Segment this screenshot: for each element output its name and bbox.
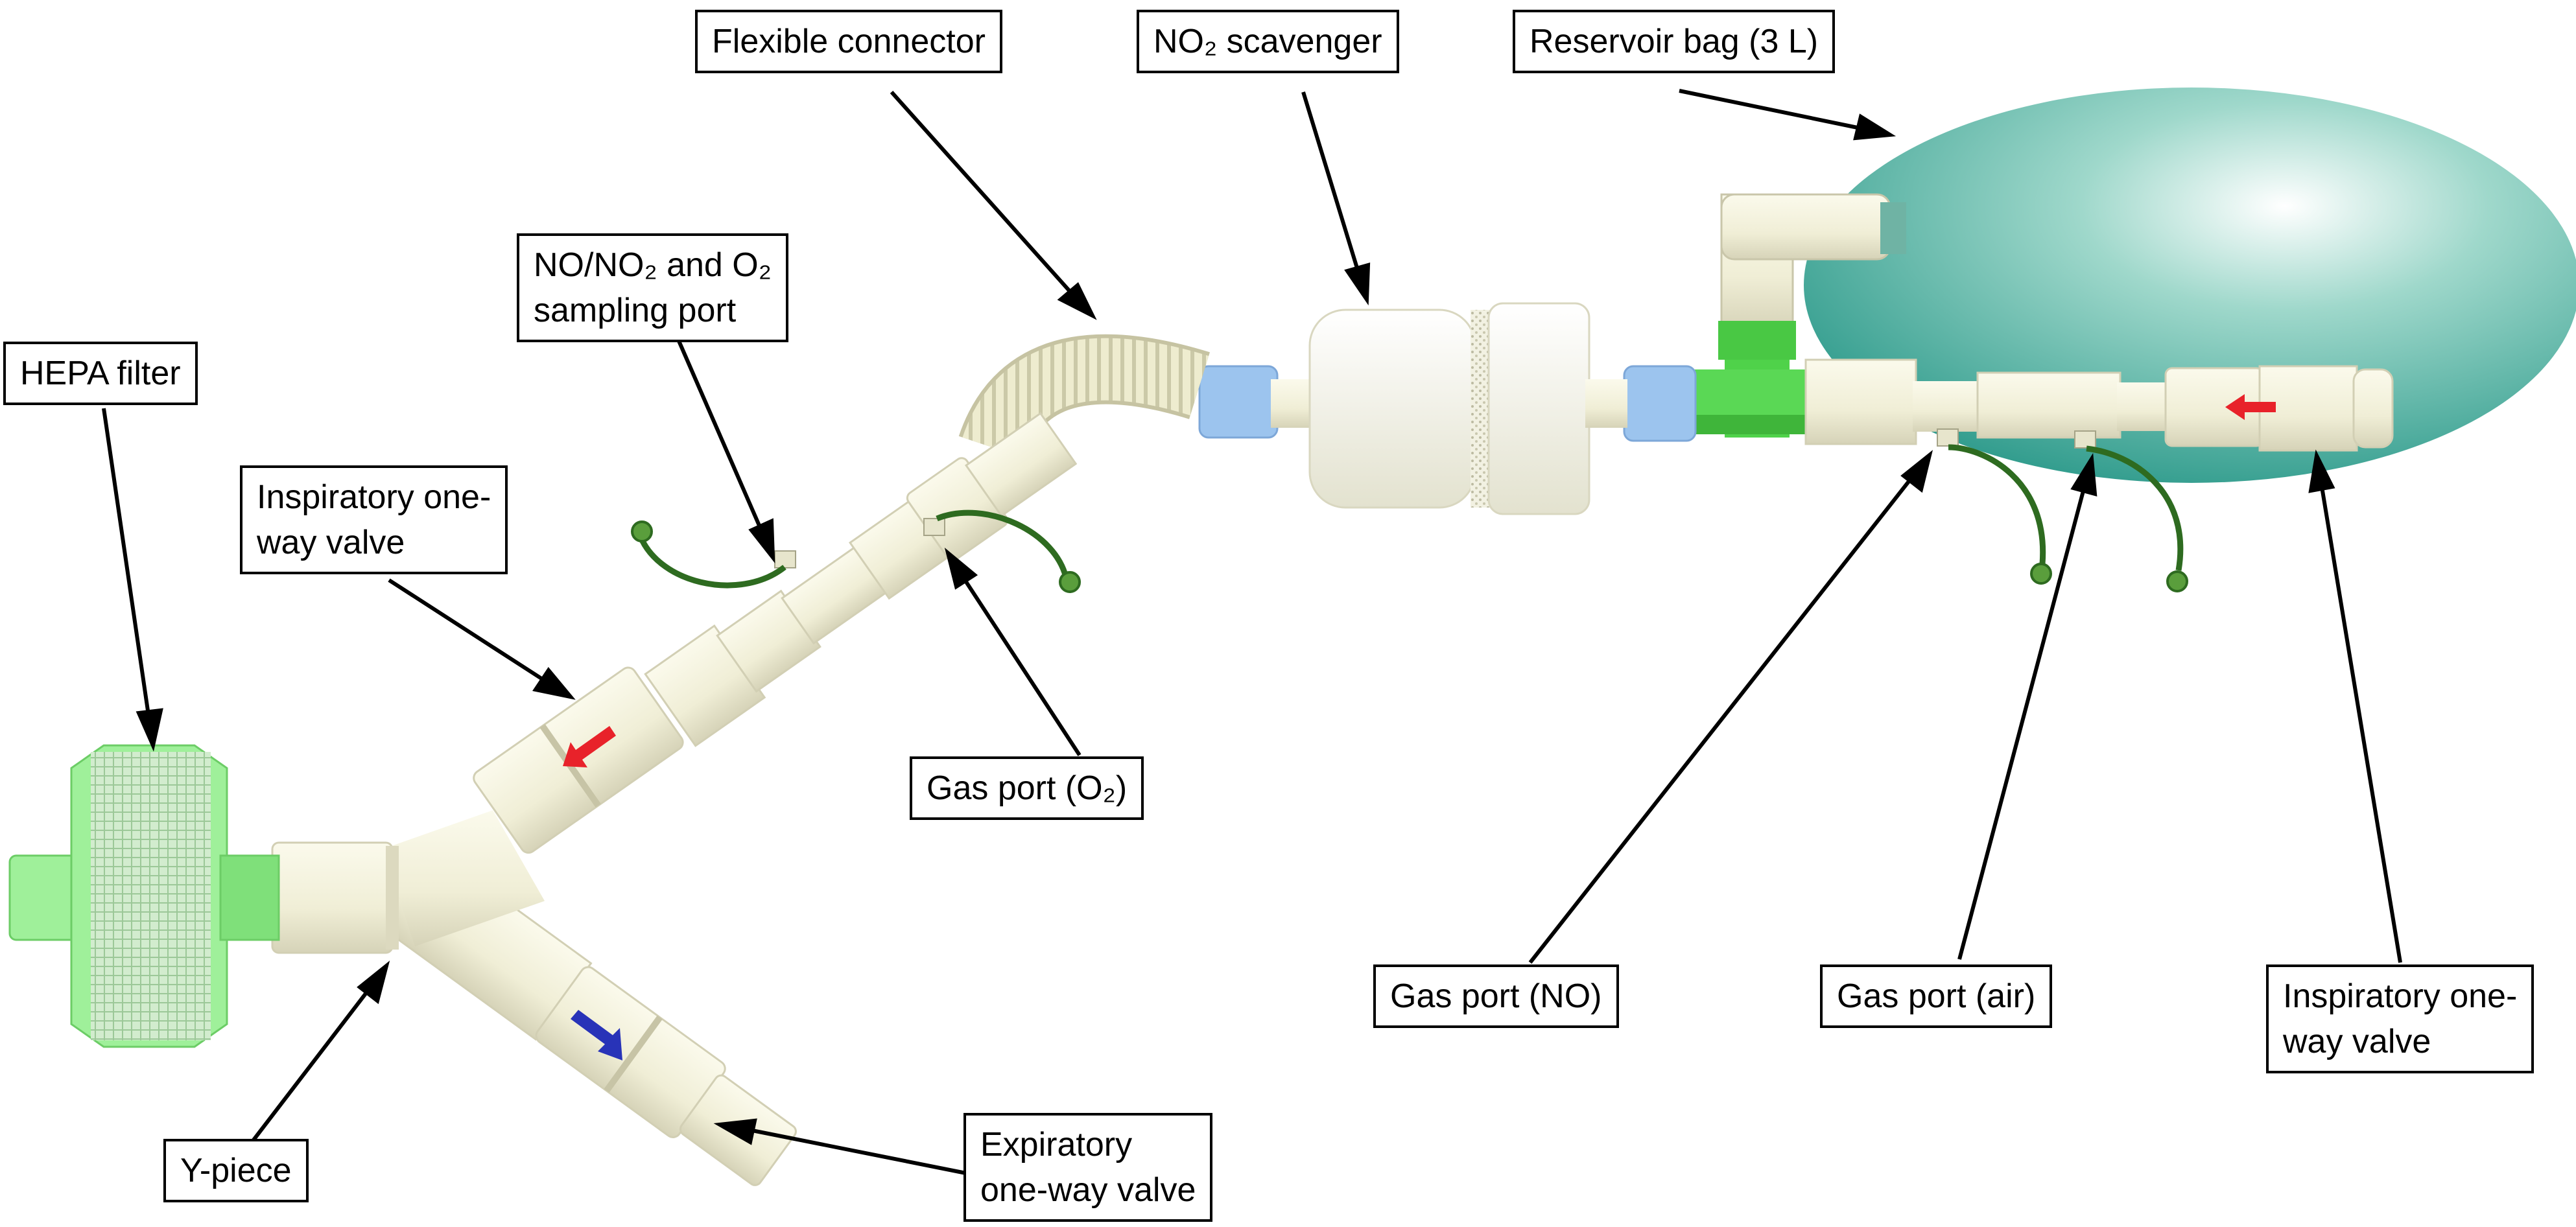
bag-elbow	[1720, 193, 1906, 332]
label-inspiratory-valve-right-line2: way valve	[2283, 1023, 2431, 1060]
label-flexible-connector-text: Flexible connector	[712, 23, 986, 60]
inspiratory-limb	[644, 412, 1078, 747]
label-gas-port-air-text: Gas port (air)	[1837, 977, 2036, 1015]
label-gas-port-o2: Gas port (O₂)	[910, 756, 1144, 820]
label-gas-port-no: Gas port (NO)	[1373, 964, 1619, 1028]
label-sampling-port-line1: NO/NO₂ and O₂	[534, 246, 772, 284]
gas-port-lines-left	[631, 509, 1081, 593]
label-no2-scavenger: NO₂ scavenger	[1137, 10, 1399, 73]
flexible-connector	[958, 334, 1210, 460]
leader-hepa-filter	[102, 408, 163, 752]
label-inspiratory-valve-left-line2: way valve	[257, 524, 405, 561]
y-piece-body	[271, 810, 545, 954]
label-y-piece: Y-piece	[163, 1139, 309, 1202]
leader-expiratory-valve	[713, 1118, 967, 1175]
leader-gas-port-no	[1528, 450, 1933, 964]
label-reservoir-bag: Reservoir bag (3 L)	[1513, 10, 1836, 73]
leader-lines	[102, 89, 2402, 1175]
label-gas-port-o2-text: Gas port (O₂)	[927, 769, 1128, 807]
red-flow-arrow-icon	[563, 726, 616, 767]
gas-port-lines-right	[1937, 428, 2188, 592]
blue-connector-right	[1623, 365, 1697, 442]
right-tube-assembly	[1804, 358, 2394, 452]
green-t-connector	[1679, 321, 1815, 438]
blue-connector-left	[1198, 365, 1279, 439]
leader-flexible-connector	[890, 90, 1097, 320]
leader-inspiratory-valve-right	[2308, 449, 2402, 963]
label-y-piece-text: Y-piece	[180, 1152, 292, 1189]
leader-reservoir-bag	[1679, 89, 1897, 141]
blue-flow-arrow-icon	[571, 1010, 622, 1060]
leader-inspiratory-valve-left	[388, 578, 576, 700]
label-sampling-port-line2: sampling port	[534, 292, 737, 329]
label-inspiratory-valve-right-line1: Inspiratory one-	[2283, 977, 2518, 1015]
label-hepa-filter: HEPA filter	[3, 342, 198, 405]
leader-gas-port-air	[1957, 452, 2097, 960]
label-hepa-filter-text: HEPA filter	[20, 355, 181, 392]
label-expiratory-valve-line2: one-way valve	[980, 1171, 1196, 1209]
label-expiratory-valve: Expiratory one-way valve	[963, 1113, 1213, 1222]
label-inspiratory-valve-left: Inspiratory one- way valve	[240, 465, 508, 574]
label-reservoir-bag-text: Reservoir bag (3 L)	[1530, 23, 1819, 60]
no2-scavenger	[1271, 302, 1627, 515]
label-expiratory-valve-line1: Expiratory	[980, 1126, 1133, 1163]
leader-gas-port-o2	[944, 547, 1081, 756]
leader-no2-scavenger	[1301, 91, 1371, 306]
leader-y-piece	[251, 960, 390, 1142]
red-flow-arrow-icon	[2225, 394, 2276, 420]
label-gas-port-no-text: Gas port (NO)	[1390, 977, 1602, 1015]
label-no2-scavenger-text: NO₂ scavenger	[1153, 23, 1382, 60]
label-gas-port-air: Gas port (air)	[1820, 964, 2053, 1028]
leader-sampling-port	[672, 329, 775, 564]
label-sampling-port: NO/NO₂ and O₂ sampling port	[517, 233, 788, 342]
label-flexible-connector: Flexible connector	[695, 10, 1002, 73]
hepa-filter	[8, 744, 280, 1048]
label-inspiratory-valve-left-line1: Inspiratory one-	[257, 478, 491, 516]
label-inspiratory-valve-right: Inspiratory one- way valve	[2266, 964, 2535, 1073]
